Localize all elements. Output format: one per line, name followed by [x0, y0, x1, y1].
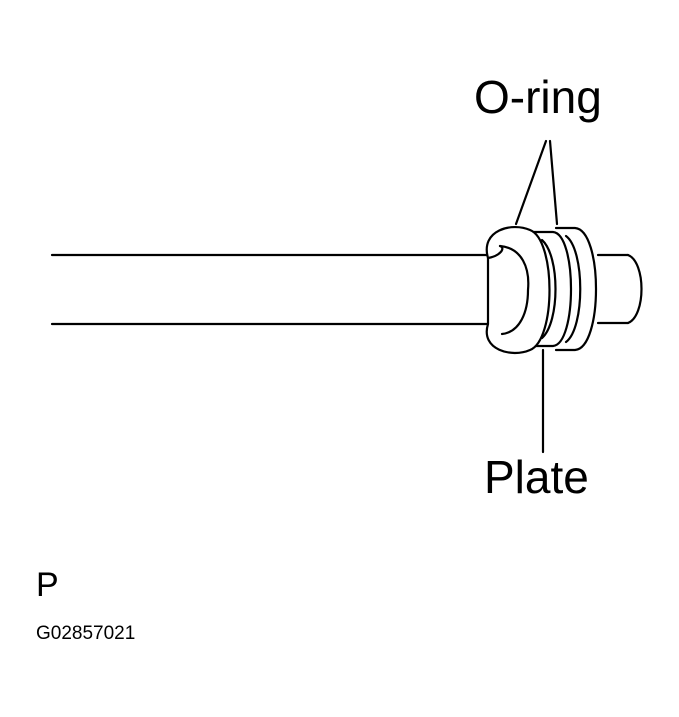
oring-leaders [514, 139, 559, 226]
oring-label: O-ring [474, 71, 602, 123]
view-letter: P [36, 566, 59, 604]
figure-id: G02857021 [36, 623, 136, 644]
plate [531, 230, 572, 348]
pipe-end [596, 253, 643, 325]
plate-label: Plate [484, 451, 589, 503]
oring-leader-right [548, 139, 559, 226]
pipe [50, 253, 490, 326]
oring-right [554, 226, 598, 352]
oring-left [485, 226, 551, 355]
oring-leader-left [514, 139, 548, 226]
